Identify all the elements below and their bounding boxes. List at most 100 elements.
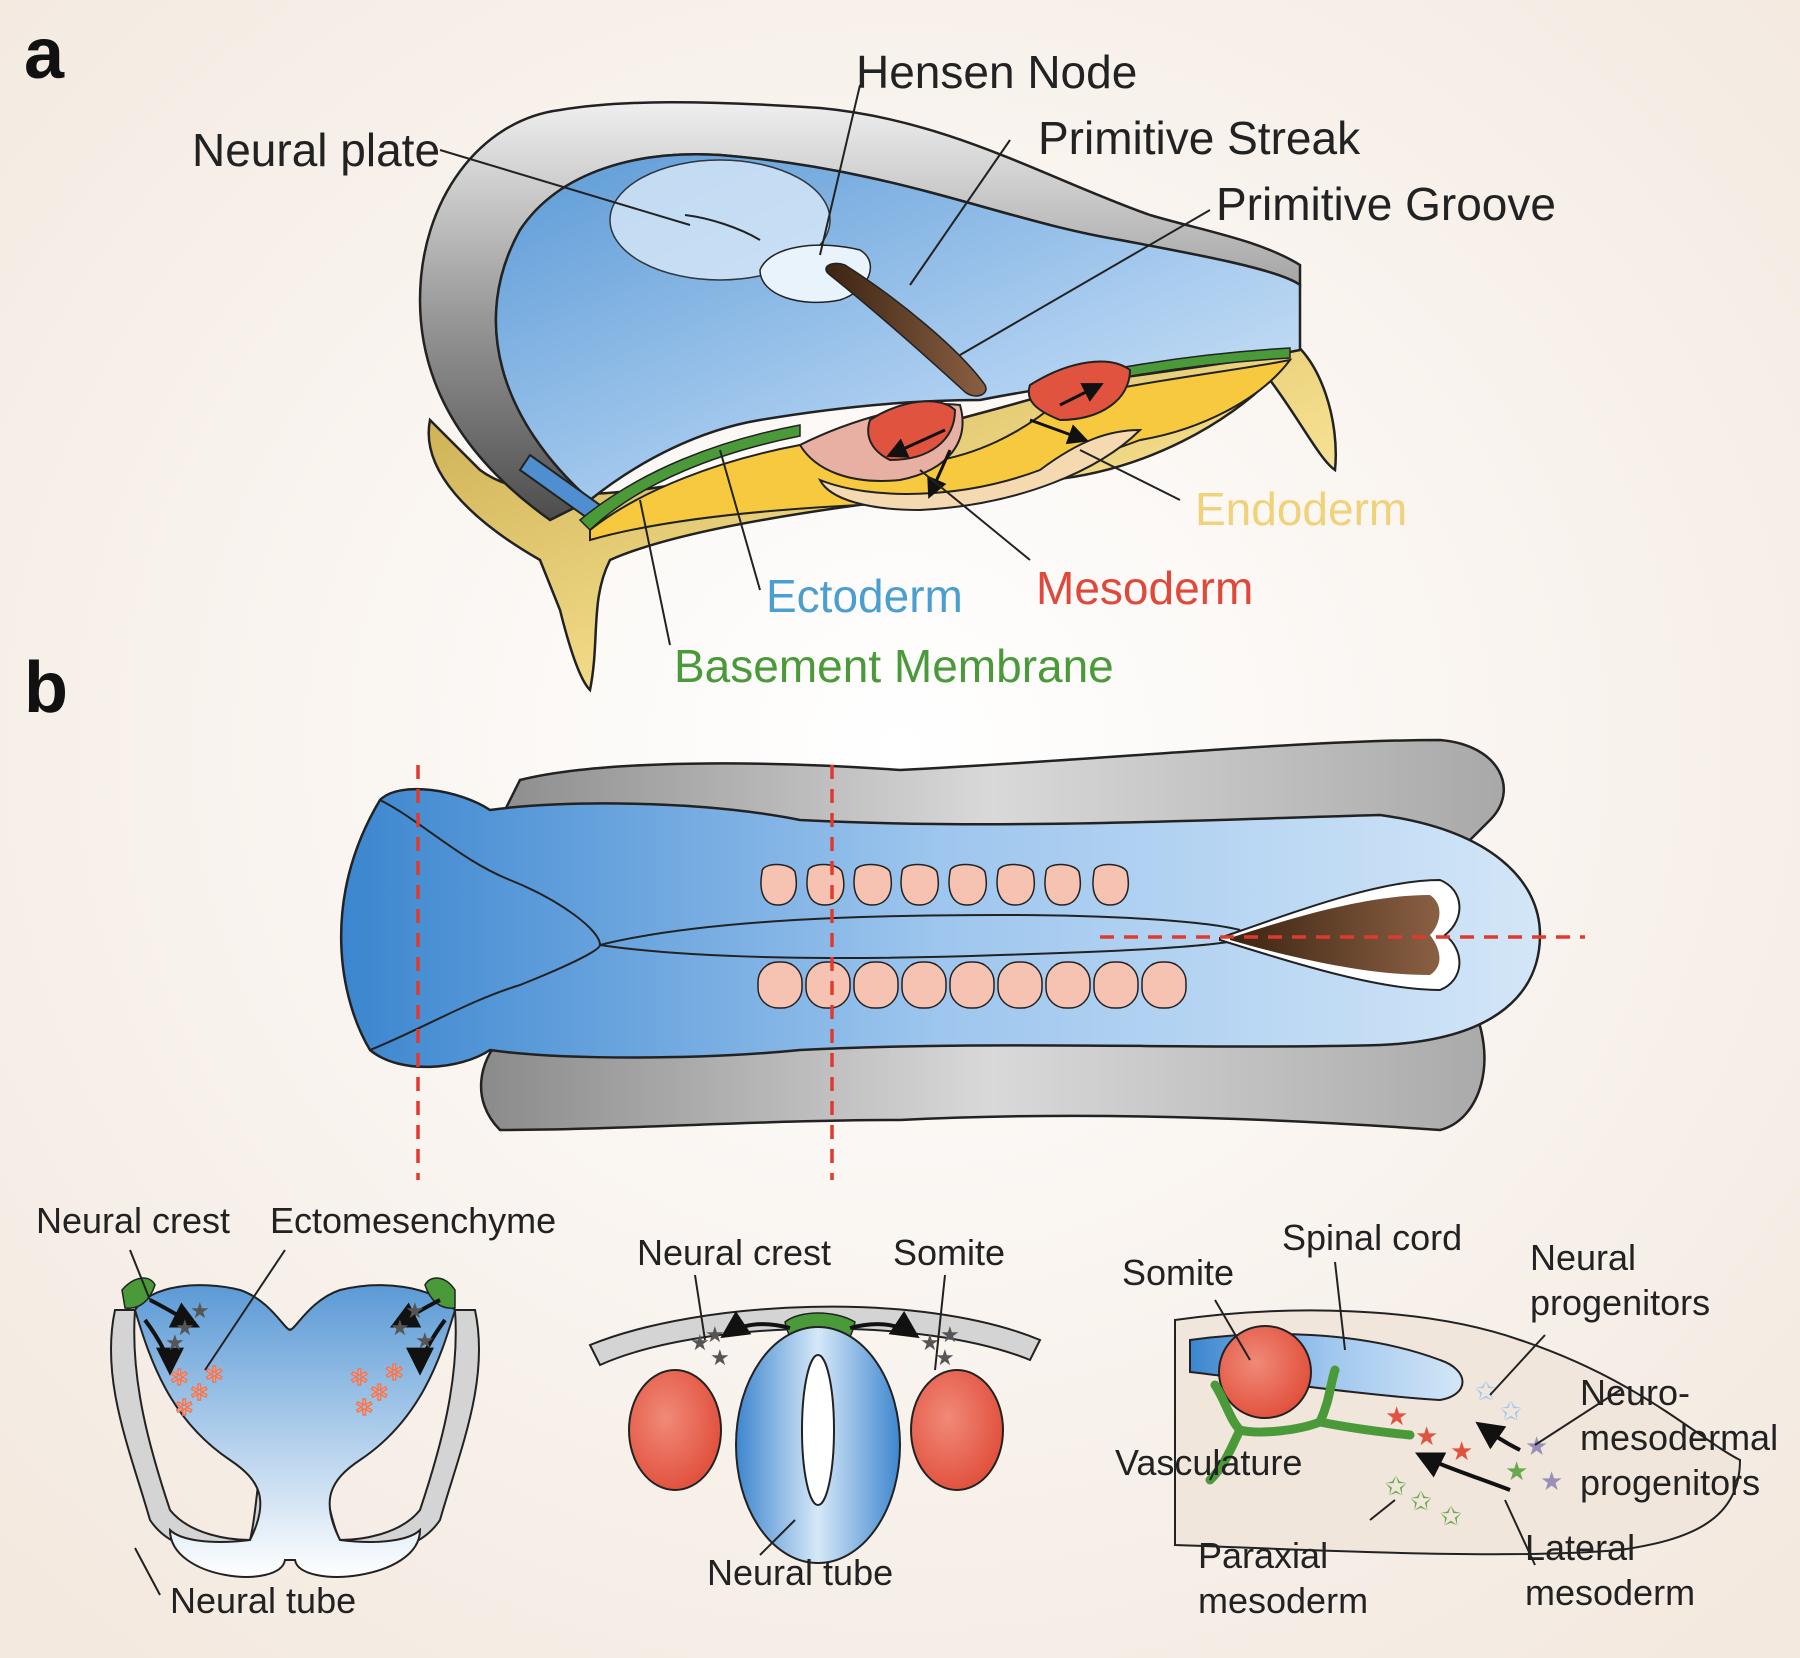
migration-arrow-1 <box>886 428 946 458</box>
svg-text:★: ★ <box>935 1345 955 1370</box>
embryo-blue-body <box>339 787 1542 1069</box>
svg-text:★: ★ <box>710 1345 730 1370</box>
somite <box>853 961 899 1009</box>
mid-crest-arrow-left <box>720 1310 791 1339</box>
head-fold-upper <box>379 799 601 946</box>
vasculature <box>1205 1365 1415 1485</box>
svg-text:✲: ✲ <box>370 1380 388 1405</box>
somites-upper <box>760 863 1129 906</box>
svg-text:✩: ✩ <box>1500 1396 1522 1426</box>
left-crest-cells: ★★★ ★★★ <box>165 1298 435 1355</box>
label-mesoderm: Mesoderm <box>1036 562 1253 614</box>
label-left-neural-crest: Neural crest <box>36 1200 230 1241</box>
label-neural-progenitors-1: Neural <box>1530 1237 1636 1278</box>
section-right: ★ ★ ★ ✩ ✩ ★ ★ ★ ✩ ✩ ✩ <box>1174 1261 1742 1566</box>
svg-text:★: ★ <box>1505 1456 1528 1486</box>
somite <box>1092 863 1129 906</box>
label-primitive-groove: Primitive Groove <box>1216 178 1556 230</box>
svg-text:✩: ✩ <box>1440 1501 1462 1531</box>
somite <box>996 863 1035 906</box>
label-nmp-1: Neuro- <box>1580 1372 1690 1413</box>
left-neural-crest-green-l <box>121 1277 156 1309</box>
somite <box>760 863 797 906</box>
section-middle: ★★★ ★★★ <box>588 1274 1042 1564</box>
somite <box>805 961 851 1009</box>
somite <box>853 863 892 906</box>
panel-b-embryo <box>339 738 1585 1180</box>
label-neural-progenitors-2: progenitors <box>1530 1282 1710 1323</box>
left-neural-tube <box>133 1284 457 1578</box>
right-arrow-2 <box>1414 1452 1511 1492</box>
somite <box>1141 961 1187 1009</box>
somite <box>949 961 995 1009</box>
somite <box>806 863 845 906</box>
left-neural-crest-green-r <box>424 1277 456 1309</box>
svg-text:★: ★ <box>405 1298 425 1323</box>
mid-crest-arrow-right <box>849 1310 920 1339</box>
svg-text:★: ★ <box>1450 1436 1473 1466</box>
label-ectoderm: Ectoderm <box>766 570 963 622</box>
svg-text:✲: ✲ <box>205 1362 223 1387</box>
somite <box>997 961 1043 1009</box>
svg-text:★: ★ <box>165 1330 185 1355</box>
svg-text:★: ★ <box>920 1330 940 1355</box>
panel-a-embryo <box>418 100 1337 693</box>
mesoderm-right <box>1027 360 1132 422</box>
svg-text:★: ★ <box>940 1322 960 1347</box>
left-crest-arrow-4 <box>406 1318 447 1376</box>
somites-lower <box>757 961 1187 1009</box>
somite <box>900 863 939 906</box>
mid-somite-left <box>628 1369 722 1491</box>
label-mid-somite: Somite <box>893 1232 1005 1273</box>
label-basement-membrane: Basement Membrane <box>674 640 1114 692</box>
svg-text:✲: ✲ <box>385 1360 403 1385</box>
svg-text:✩: ✩ <box>1475 1376 1497 1406</box>
svg-text:✲: ✲ <box>170 1365 188 1390</box>
label-mid-neural-tube: Neural tube <box>707 1552 893 1593</box>
panel-label-b: b <box>24 648 68 728</box>
migration-arrow-2 <box>927 449 952 499</box>
neural-plate <box>609 159 831 281</box>
left-crest-arrow-2 <box>143 1318 184 1376</box>
svg-text:★: ★ <box>390 1315 410 1340</box>
svg-text:✲: ✲ <box>190 1380 208 1405</box>
svg-text:★: ★ <box>1540 1466 1563 1496</box>
mid-crest-cells: ★★★ ★★★ <box>690 1322 960 1370</box>
somite <box>1045 961 1091 1009</box>
svg-text:★: ★ <box>1525 1431 1548 1461</box>
somite <box>901 961 947 1009</box>
label-lateral-2: mesoderm <box>1525 1572 1695 1613</box>
section-left: ★★★ ★★★ ✲✲✲ ✲ ✲✲✲ ✲ <box>109 1249 481 1596</box>
right-arrow-1 <box>1475 1421 1521 1452</box>
label-paraxial-1: Paraxial <box>1198 1535 1328 1576</box>
label-hensen-node: Hensen Node <box>856 46 1137 98</box>
label-right-spinal-cord: Spinal cord <box>1282 1217 1462 1258</box>
label-left-ectomesenchyme: Ectomesenchyme <box>270 1200 556 1241</box>
neural-groove-line <box>684 214 761 241</box>
right-somite <box>1218 1325 1312 1419</box>
label-endoderm: Endoderm <box>1195 483 1407 535</box>
mid-neural-canal <box>801 1354 835 1506</box>
somite <box>1093 961 1139 1009</box>
mid-somite-right <box>910 1369 1004 1491</box>
svg-text:✲: ✲ <box>175 1395 193 1420</box>
primitive-groove <box>825 262 987 397</box>
migration-arrow-3 <box>1029 418 1089 445</box>
hensen-node <box>759 244 871 304</box>
panel-a-leaders <box>439 84 1211 646</box>
svg-text:✲: ✲ <box>355 1395 373 1420</box>
label-left-neural-tube: Neural tube <box>170 1580 356 1621</box>
label-lateral-1: Lateral <box>1525 1527 1635 1568</box>
svg-text:✩: ✩ <box>1385 1471 1407 1501</box>
label-right-somite: Somite <box>1122 1252 1234 1293</box>
svg-text:★: ★ <box>1385 1401 1408 1431</box>
head-fold-lower <box>369 944 601 1051</box>
label-neural-plate: Neural plate <box>192 124 440 176</box>
svg-text:✲: ✲ <box>350 1365 368 1390</box>
label-mid-neural-crest: Neural crest <box>637 1232 831 1273</box>
migration-arrow-4 <box>1059 383 1104 407</box>
left-ectomesenchyme-cells: ✲✲✲ ✲ ✲✲✲ ✲ <box>169 1359 404 1421</box>
svg-text:★: ★ <box>1415 1421 1438 1451</box>
svg-text:★: ★ <box>175 1315 195 1340</box>
